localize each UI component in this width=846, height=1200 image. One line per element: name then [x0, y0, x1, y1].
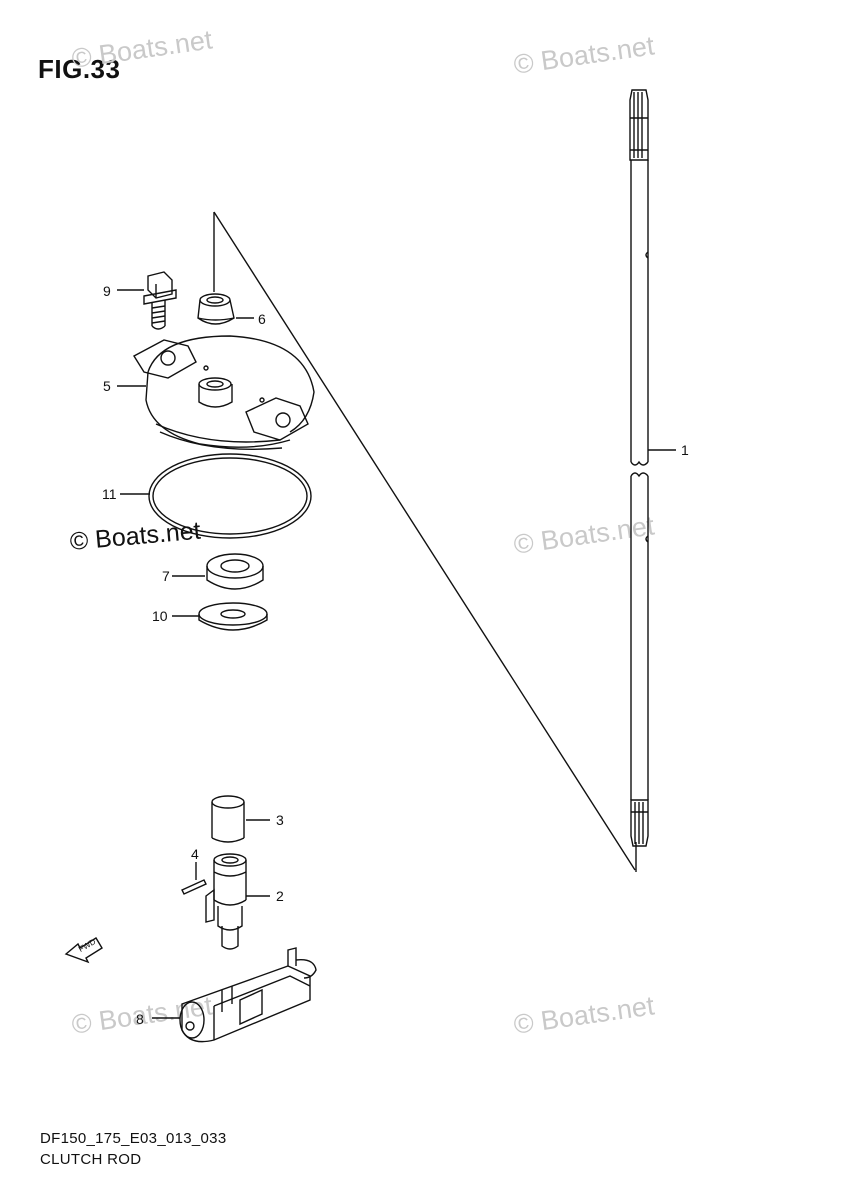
callout-5: 5 — [103, 378, 111, 394]
part-8-yoke — [179, 947, 317, 1043]
part-5-cover — [133, 335, 315, 450]
diagram-caption: CLUTCH ROD — [40, 1151, 142, 1168]
diagram-code: DF150_175_E03_013_033 — [40, 1130, 227, 1147]
callout-2: 2 — [276, 888, 284, 904]
part-9-bolt — [143, 271, 177, 330]
callout-3: 3 — [276, 812, 284, 828]
callout-1: 1 — [681, 442, 689, 458]
callout-8: 8 — [136, 1011, 144, 1027]
callout-6: 6 — [258, 311, 266, 327]
callout-4: 4 — [191, 846, 199, 862]
figure-title: FIG.33 — [38, 54, 121, 84]
callout-11: 11 — [102, 486, 117, 502]
part-4-pin — [181, 879, 207, 895]
reference-line — [213, 211, 637, 872]
part-11-o-ring — [148, 453, 312, 539]
part-6-bushing — [197, 293, 235, 325]
part-7-seal — [206, 553, 264, 590]
fwd-arrow-icon — [64, 937, 103, 964]
part-3-sleeve — [211, 795, 245, 843]
part-10-washer — [198, 602, 268, 631]
callout-7: 7 — [162, 568, 170, 584]
callout-9: 9 — [103, 283, 111, 299]
part-1-clutch-rod — [629, 89, 649, 847]
callout-10: 10 — [152, 608, 168, 624]
part-2-rod-end — [205, 853, 247, 950]
